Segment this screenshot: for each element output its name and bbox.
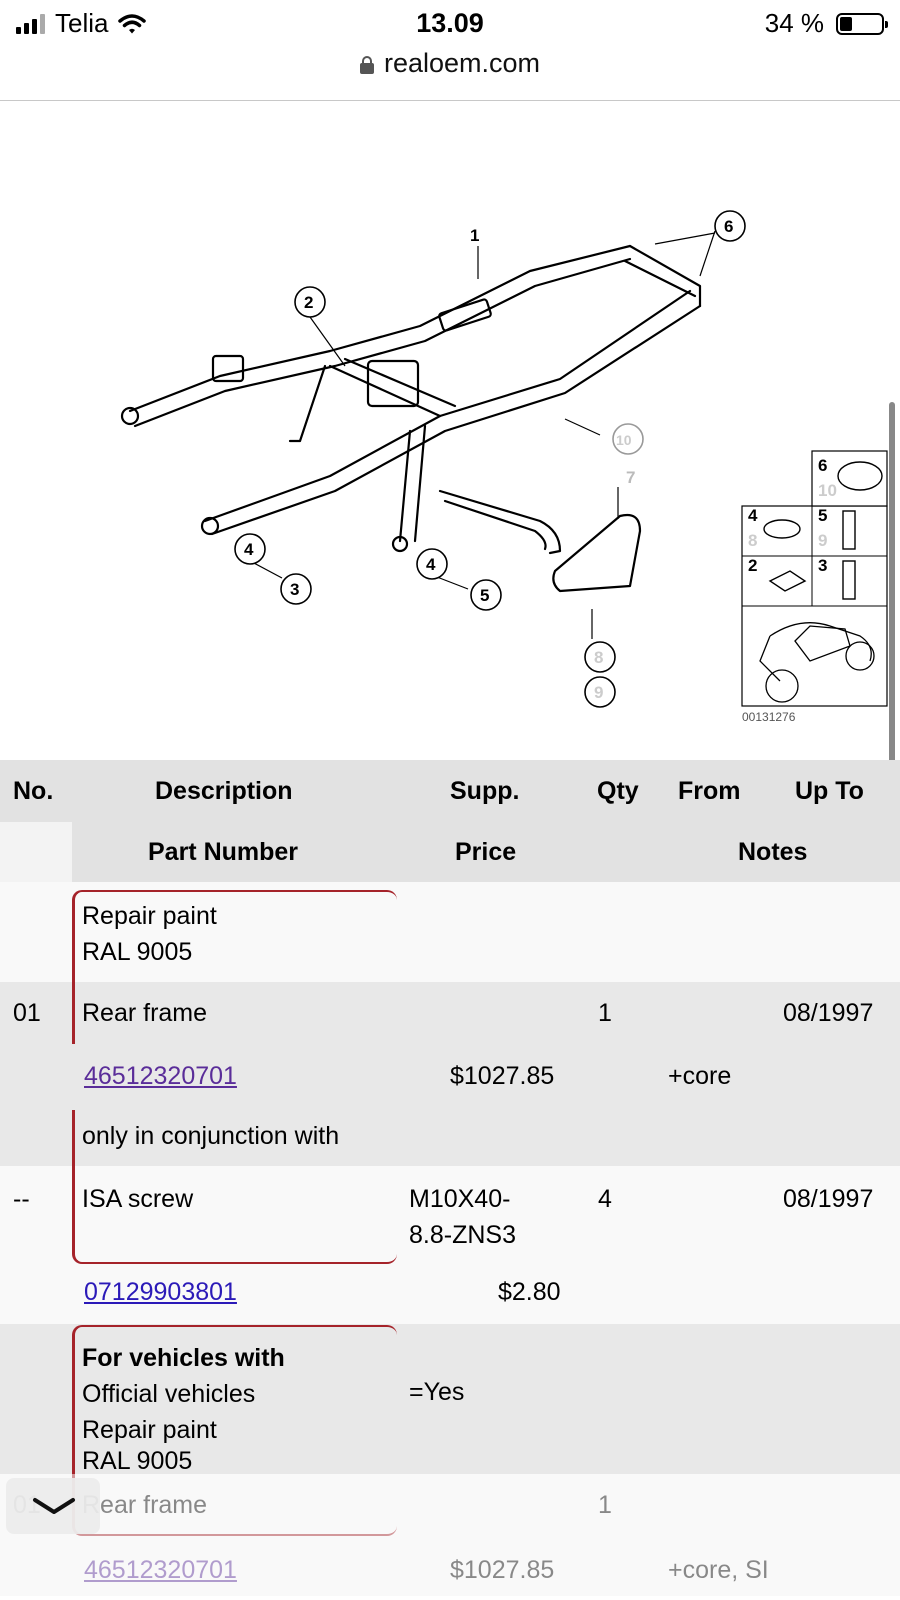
collapse-toolbar-button[interactable] — [6, 1478, 100, 1534]
part-number-link[interactable]: 46512320701 — [84, 1556, 237, 1584]
row-no: -- — [13, 1185, 30, 1213]
row-note: RAL 9005 — [82, 938, 193, 966]
table-row: 01 Rear frame 1 — [0, 1474, 900, 1536]
row-supp: =Yes — [409, 1378, 465, 1406]
table-row: only in conjunction with — [0, 1104, 900, 1166]
header-part-number: Part Number — [148, 838, 299, 866]
status-bar: Telia 13.09 34 % — [0, 0, 900, 50]
callout-5: 5 — [480, 586, 489, 605]
row-price: $2.80 — [498, 1278, 561, 1306]
row-upto: 08/1997 — [783, 1185, 874, 1213]
callout-8: 8 — [594, 648, 603, 667]
row-description: Rear frame — [82, 1491, 208, 1519]
row-qty: 1 — [598, 999, 612, 1027]
callout-1: 1 — [470, 226, 479, 245]
frame-illustration: 1 2 3 4 4 5 6 7 8 9 10 — [120, 210, 888, 724]
table-row: 01 Rear frame 1 08/1997 — [0, 982, 900, 1044]
row-description: Rear frame — [82, 999, 208, 1027]
part-number-link[interactable]: 46512320701 — [84, 1062, 237, 1090]
wifi-icon — [118, 13, 147, 33]
row-note: only in conjunction with — [82, 1122, 340, 1150]
row-no: 01 — [13, 999, 41, 1027]
row-supp: M10X40- — [409, 1185, 511, 1213]
page-scrollbar[interactable] — [889, 402, 895, 964]
header-notes: Notes — [738, 838, 808, 866]
row-qty: 4 — [598, 1185, 612, 1213]
callout-2: 2 — [304, 293, 313, 312]
header-description: Description — [155, 777, 293, 805]
table-row: 46512320701 $1027.85 +core, SI — [0, 1536, 900, 1596]
table-header: No. Description Supp. Qty From Up To Par… — [0, 760, 900, 882]
row-notes: +core — [668, 1062, 732, 1090]
diagram-image-id: 00131276 — [742, 710, 796, 724]
row-note: Official vehicles — [82, 1380, 256, 1408]
address-bar[interactable]: realoem.com — [0, 48, 900, 79]
header-supp: Supp. — [450, 777, 520, 805]
row-upto: 08/1997 — [783, 999, 874, 1027]
header-qty: Qty — [597, 777, 639, 805]
table-row: For vehicles with Official vehicles Repa… — [0, 1324, 900, 1474]
callout-group: 1 2 3 4 4 5 6 7 8 9 10 — [234, 210, 746, 708]
legend-9: 9 — [818, 531, 827, 550]
battery-percent: 34 % — [764, 8, 824, 38]
legend-4: 4 — [748, 506, 758, 525]
legend-2: 2 — [748, 556, 757, 575]
callout-7: 7 — [626, 468, 635, 487]
header-upto: Up To — [795, 777, 864, 805]
signal-icon — [16, 13, 45, 34]
row-notes: +core, SI — [668, 1556, 769, 1584]
legend-3: 3 — [818, 556, 827, 575]
row-condition: For vehicles with — [82, 1344, 285, 1372]
header-no: No. — [13, 777, 54, 805]
header-divider — [0, 100, 900, 101]
battery-icon — [836, 12, 888, 35]
parts-table: No. Description Supp. Qty From Up To Par… — [0, 760, 900, 1596]
lock-icon — [359, 56, 374, 74]
row-note: Repair paint — [82, 1416, 217, 1444]
legend-6: 6 — [818, 456, 827, 475]
legend-10: 10 — [818, 481, 837, 500]
row-price: $1027.85 — [450, 1062, 555, 1090]
parts-legend: 6 10 4 8 5 9 2 3 00131276 — [741, 450, 888, 724]
parts-diagram: 1 2 3 4 4 5 6 7 8 9 10 — [0, 101, 900, 761]
status-time: 13.09 — [416, 8, 484, 38]
legend-5: 5 — [818, 506, 827, 525]
callout-10: 10 — [616, 432, 632, 448]
status-right: 34 % — [764, 8, 888, 39]
header-from: From — [678, 777, 741, 805]
table-row: 07129903801 $2.80 — [0, 1264, 900, 1324]
row-note: Repair paint — [82, 902, 217, 930]
callout-4b: 4 — [426, 555, 436, 574]
header-price: Price — [455, 838, 517, 866]
callout-4a: 4 — [244, 540, 254, 559]
table-row: Repair paint RAL 9005 — [0, 882, 900, 982]
callout-6: 6 — [724, 217, 733, 236]
legend-8: 8 — [748, 531, 757, 550]
row-qty: 1 — [598, 1491, 612, 1519]
row-supp: 8.8-ZNS3 — [409, 1221, 516, 1249]
part-number-link[interactable]: 07129903801 — [84, 1278, 237, 1306]
chevron-down-icon — [33, 1498, 75, 1514]
carrier-name: Telia — [55, 8, 109, 38]
row-description: ISA screw — [82, 1185, 194, 1213]
url-text: realoem.com — [383, 48, 541, 78]
callout-3: 3 — [290, 580, 299, 599]
row-note: RAL 9005 — [82, 1447, 193, 1475]
table-row: -- ISA screw M10X40- 8.8-ZNS3 4 08/1997 — [0, 1166, 900, 1264]
callout-9: 9 — [594, 683, 603, 702]
table-row: 46512320701 $1027.85 +core — [0, 1044, 900, 1104]
row-price: $1027.85 — [450, 1556, 555, 1584]
status-left: Telia — [16, 8, 147, 39]
